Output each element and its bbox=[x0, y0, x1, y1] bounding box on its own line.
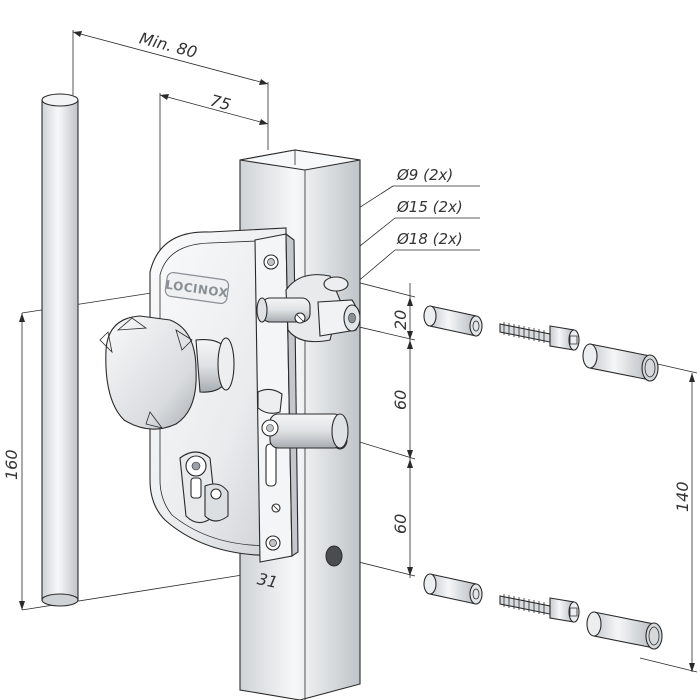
dim-75: 75 bbox=[208, 91, 233, 115]
sleeve-small-lower bbox=[423, 573, 483, 605]
callout-hole-15: Ø15 (2x) bbox=[396, 198, 463, 216]
dim-140: 140 bbox=[673, 481, 692, 512]
plate-screw-top bbox=[263, 254, 279, 270]
turn-knob bbox=[99, 315, 235, 430]
latch-bolt-middle bbox=[257, 388, 349, 449]
fixing-set-lower bbox=[423, 573, 663, 650]
sleeve-large-upper bbox=[582, 343, 659, 382]
brand-logo: LOCINOX bbox=[165, 271, 229, 305]
dim-20: 20 bbox=[391, 310, 410, 330]
sleeve-small-upper bbox=[423, 305, 483, 337]
bolt-screw-lower bbox=[499, 594, 580, 623]
dim-60-upper: 60 bbox=[391, 390, 410, 410]
plate-screw-bottom bbox=[265, 535, 281, 551]
fixing-set-upper bbox=[423, 305, 659, 382]
dim-160: 160 bbox=[2, 449, 21, 480]
dim-60-lower: 60 bbox=[391, 514, 410, 534]
callout-hole-18: Ø18 (2x) bbox=[396, 230, 463, 248]
key-cylinder bbox=[179, 451, 229, 524]
bolt-screw-upper bbox=[499, 322, 580, 351]
dim-31: 31 bbox=[256, 569, 280, 592]
latch-bolt-upper bbox=[256, 274, 361, 343]
round-pole bbox=[41, 93, 79, 607]
sleeve-large-lower bbox=[586, 611, 663, 650]
lock-body: LOCINOX bbox=[149, 227, 291, 557]
callout-hole-9: Ø9 (2x) bbox=[396, 166, 453, 184]
